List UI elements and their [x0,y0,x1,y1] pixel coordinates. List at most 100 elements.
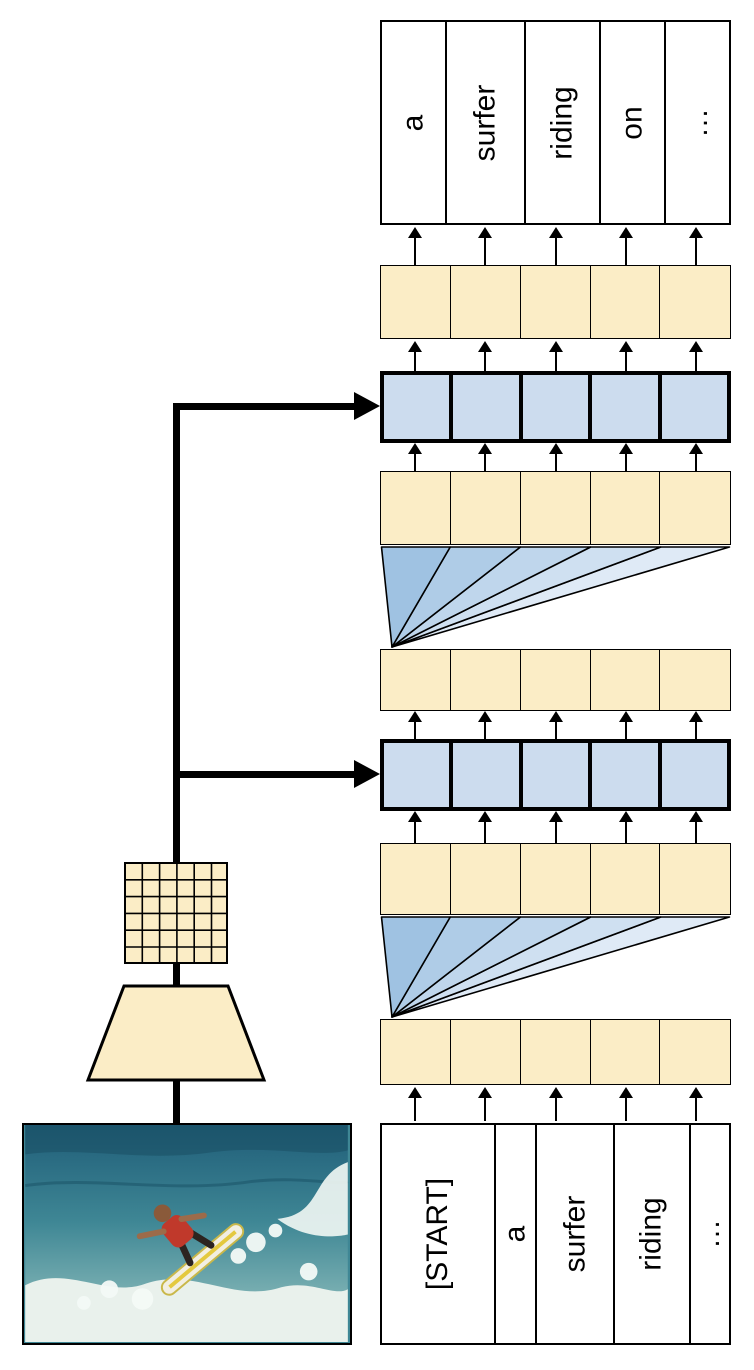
up-arrow-icon [548,227,563,265]
token-cell: riding [613,1125,688,1343]
up-arrow-icon [408,1087,423,1121]
up-arrow-icon [618,443,633,471]
token-label: riding [545,85,579,160]
up-arrow-icon [548,1087,563,1121]
up-arrow-icon [688,443,703,471]
token-label: surfer [468,84,502,161]
hidden-state-row [380,649,731,711]
up-arrow-icon [408,227,423,265]
token-cell: surfer [444,22,524,223]
state-cell [449,843,522,915]
token-label: on [615,105,649,140]
token-label: … [692,1219,726,1249]
image-feature-arrow [173,760,380,788]
state-cell [589,649,662,711]
up-arrows [380,341,731,371]
up-arrow-icon [688,711,703,739]
state-cell [380,843,452,915]
attention-cell [518,739,593,811]
up-arrow-icon [478,811,493,843]
up-arrows [380,227,731,265]
state-cell [659,265,731,339]
attention-cell [380,739,454,811]
token-label: … [680,107,714,138]
masked-self-attention [380,546,731,648]
up-arrow-icon [618,711,633,739]
token-cell: … [688,1125,729,1343]
attention-cell [449,371,523,443]
up-arrow-icon [618,1087,633,1121]
hidden-state-row [380,843,731,915]
state-cell [659,649,731,711]
attention-cell [588,739,662,811]
up-arrow-icon [478,1087,493,1121]
input-image [22,1123,352,1345]
state-cell [659,471,731,545]
up-arrows [380,711,731,739]
masked-self-attention [380,916,731,1018]
up-arrow-icon [408,341,423,371]
state-cell [519,843,592,915]
up-arrow-icon [548,443,563,471]
token-cell: a [382,22,445,223]
cross-attention-row [380,739,732,811]
up-arrow-icon [688,227,703,265]
state-cell [589,843,662,915]
token-cell: [START] [382,1125,494,1343]
embedding-row [380,1019,731,1085]
input-token-row: [START] a surfer riding … [380,1123,731,1345]
output-token-row: a surfer riding on … [380,20,731,225]
up-arrow-icon [478,443,493,471]
state-cell [519,1019,592,1085]
token-label: surfer [557,1195,591,1273]
up-arrow-icon [548,811,563,843]
up-arrow-icon [548,341,563,371]
token-cell: surfer [534,1125,614,1343]
surfer-photo [25,1125,349,1342]
attention-cell [449,739,523,811]
connector-line [173,962,180,986]
state-cell [659,1019,731,1085]
up-arrow-icon [408,443,423,471]
state-cell [380,649,452,711]
attention-cell [380,371,454,443]
state-cell [659,843,731,915]
state-cell [449,471,522,545]
token-label: [START] [421,1177,455,1291]
state-cell [519,649,592,711]
attention-cell [657,739,732,811]
up-arrow-icon [478,341,493,371]
hidden-state-row [380,265,731,339]
state-cell [449,265,522,339]
hidden-state-row [380,471,731,545]
up-arrow-icon [408,811,423,843]
up-arrow-icon [688,341,703,371]
cnn-trapezoid [85,984,267,1082]
state-cell [589,1019,662,1085]
up-arrow-icon [478,227,493,265]
up-arrow-icon [548,711,563,739]
cross-attention-row [380,371,732,443]
token-label: riding [634,1197,668,1271]
state-cell [519,471,592,545]
token-label: a [396,114,430,131]
state-cell [380,1019,452,1085]
up-arrows [380,1087,731,1121]
attention-cell [518,371,593,443]
surfer-figure [136,1204,245,1296]
up-arrow-icon [618,227,633,265]
state-cell [449,649,522,711]
connector-line [173,403,180,862]
state-cell [589,471,662,545]
attention-cell [588,371,662,443]
state-cell [519,265,592,339]
feature-grid [124,862,228,964]
token-cell: riding [523,22,599,223]
up-arrow-icon [688,811,703,843]
up-arrows [380,443,731,471]
up-arrows [380,811,731,843]
state-cell [449,1019,522,1085]
connector-line [173,1080,180,1125]
up-arrow-icon [618,341,633,371]
